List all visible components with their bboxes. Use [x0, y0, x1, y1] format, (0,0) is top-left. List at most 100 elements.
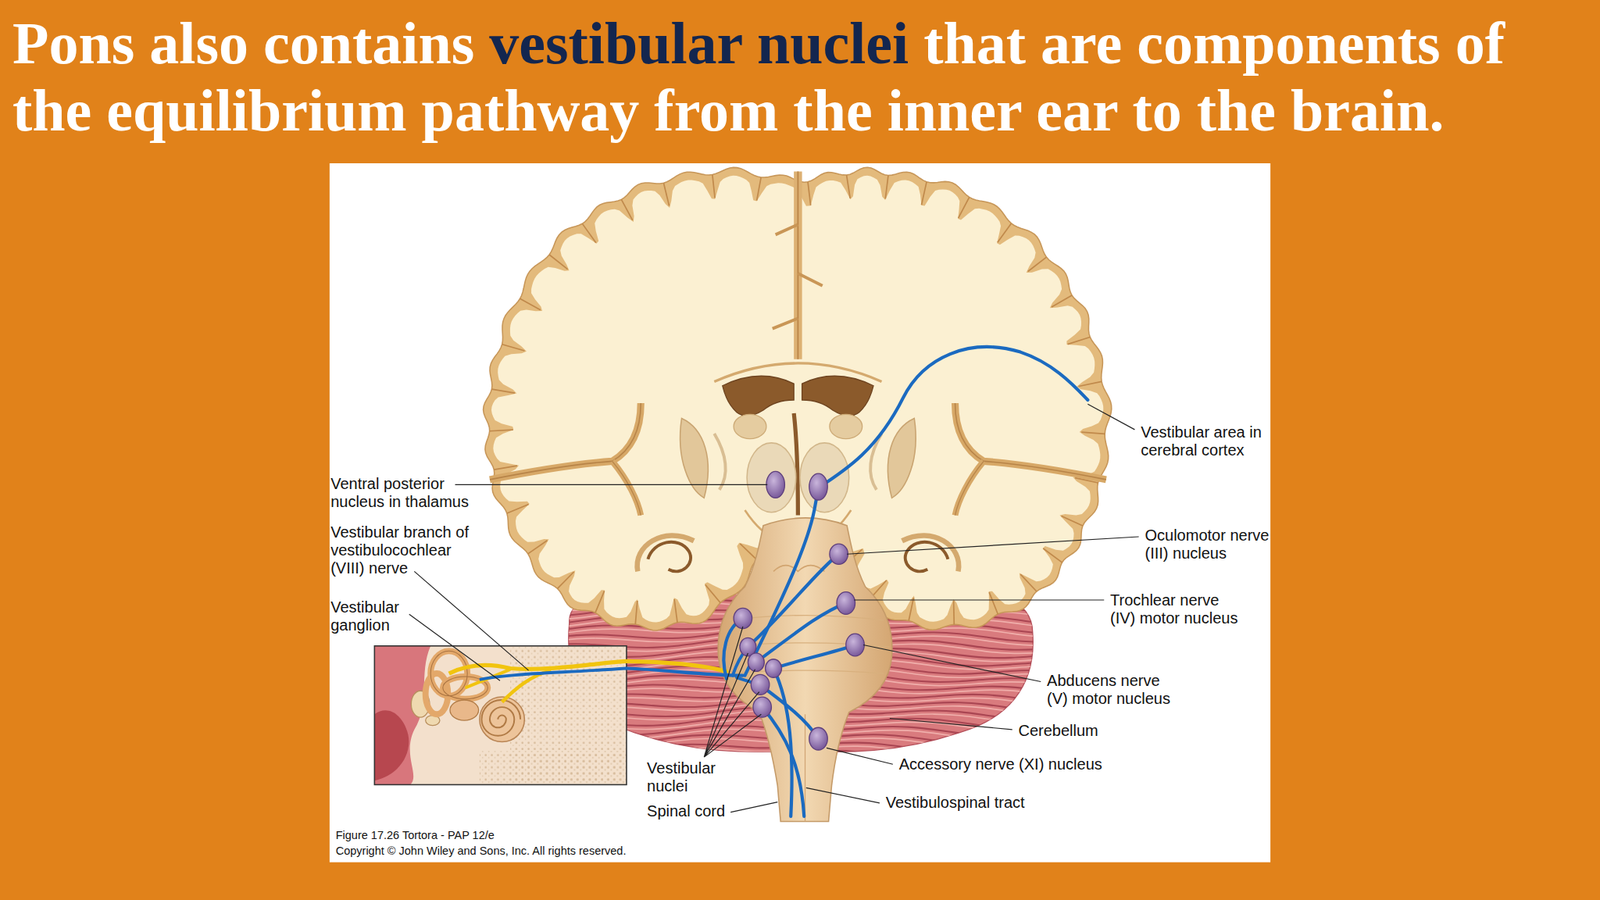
inner-ear-inset — [425, 673, 449, 715]
cerebral-cortex — [674, 599, 678, 623]
brain-structure — [489, 375, 797, 572]
cerebral-cortex — [807, 182, 811, 206]
cerebral-cortex — [846, 175, 851, 199]
cerebrum-inner — [793, 171, 802, 359]
brain-structure — [746, 442, 797, 513]
part-label: Trochlear nerve (IV) motor nucleus — [1110, 591, 1245, 628]
brainstem — [717, 517, 893, 822]
cerebral-cortex — [739, 543, 758, 561]
nucleus-marker — [750, 674, 770, 695]
inner-ear-inset — [481, 700, 521, 736]
leader-line — [409, 614, 500, 681]
cerebral-cortex — [621, 199, 633, 220]
cerebral-cortex — [582, 223, 596, 243]
cerebral-cortex — [493, 465, 518, 470]
nucleus-marker — [747, 653, 765, 672]
vestibular-pathway — [626, 346, 1088, 817]
nucleus-marker — [829, 543, 849, 565]
figure-credit: Figure 17.26 Tortora - PAP 12/e — [335, 828, 495, 843]
leader-line — [889, 718, 1013, 730]
leader-line — [863, 644, 1041, 682]
cerebral-cortex — [712, 175, 715, 199]
nucleus-marker — [733, 471, 865, 750]
cerebral-cortex — [528, 540, 548, 554]
part-label: Vestibular ganglion — [330, 598, 425, 635]
cerebrum-inner — [797, 171, 800, 359]
vestibular-pathway — [762, 707, 805, 817]
brain-structure — [637, 535, 695, 572]
cerebral-cortex — [1081, 432, 1105, 434]
nucleus-marker — [753, 696, 772, 718]
inner-ear-inset — [374, 710, 409, 781]
cerebral-cortex — [958, 197, 970, 219]
inner-ear-inset — [374, 646, 627, 786]
part-label: Oculomotor nerve (III) nucleus — [1144, 526, 1286, 563]
inner-ear-inset — [450, 700, 479, 721]
cerebral-cortex — [507, 503, 529, 514]
cerebral-cortex — [520, 298, 541, 311]
cerebral-cortex — [595, 590, 605, 613]
vestibular-pathway — [773, 644, 855, 668]
part-label: Cerebellum — [1018, 721, 1099, 740]
leader-line — [853, 599, 1104, 600]
leader-line — [846, 536, 1140, 554]
figure-credit: Copyright © John Wiley and Sons, Inc. Al… — [335, 844, 627, 858]
cerebral-cortex — [1061, 516, 1083, 526]
part-label: Abducens nerve (V) motor nucleus — [1046, 671, 1179, 708]
leader-line — [703, 626, 761, 758]
cerebral-cortex — [921, 182, 928, 205]
cerebral-cortex — [885, 175, 889, 200]
nucleus-marker — [846, 633, 865, 657]
cerebral-cortex — [1028, 257, 1047, 272]
cerebral-cortex — [635, 600, 638, 625]
part-label: Spinal cord — [646, 802, 725, 821]
slide-title: Pons also contains vestibular nuclei tha… — [12, 9, 1591, 144]
nucleus-marker — [765, 659, 783, 679]
cerebral-cortex — [502, 344, 525, 351]
vestibular-pathway — [773, 668, 793, 817]
inner-ear-inset — [374, 646, 627, 786]
nucleus-marker — [809, 473, 829, 500]
brain-structure — [612, 460, 642, 515]
cerebral-cortex — [757, 177, 761, 201]
part-label: Vestibular branch of vestibulocochlear (… — [330, 523, 479, 578]
cerebrum-inner — [489, 171, 1107, 572]
cerebral-cortex — [663, 182, 669, 206]
cerebral-cortex — [989, 592, 998, 615]
part-label: Ventral posterior nucleus in thalamus — [330, 475, 479, 511]
leader-line — [414, 571, 529, 671]
brain-structure — [714, 433, 725, 490]
part-label: Vestibular nuclei — [646, 759, 741, 796]
cerebral-cortex — [1042, 548, 1062, 563]
inner-ear-inset — [479, 696, 525, 742]
cerebral-cortex — [491, 389, 515, 393]
part-label: Accessory nerve (XI) nucleus — [899, 755, 1103, 774]
cerebral-cortex — [549, 254, 568, 270]
vestibular-pathway — [818, 346, 1089, 488]
cerebral-cortex — [1020, 574, 1037, 592]
cerebral-cortex — [997, 223, 1012, 243]
cerebral-cortex — [557, 571, 575, 589]
inner-ear-inset — [374, 646, 431, 786]
brain-structure — [733, 414, 767, 439]
brainstem — [717, 517, 893, 822]
nucleus-marker — [766, 471, 786, 498]
leader-line — [409, 403, 1140, 812]
cerebral-cortex — [1051, 295, 1072, 308]
leader-line — [730, 802, 778, 813]
nucleus-marker — [809, 727, 829, 750]
brain-structure — [612, 460, 642, 515]
leader-line — [455, 484, 768, 486]
leader-line — [826, 747, 893, 765]
brain-structure — [722, 375, 794, 416]
cerebral-cortex — [489, 429, 514, 432]
cerebrum-inner — [772, 224, 823, 329]
inner-ear-inset — [374, 646, 627, 786]
nucleus-marker — [836, 592, 856, 615]
nucleus-marker — [733, 607, 753, 629]
leader-line — [806, 787, 880, 804]
figure-panel — [329, 163, 1271, 863]
cerebral-cortex — [953, 600, 955, 625]
cerebral-cortex — [908, 597, 914, 621]
